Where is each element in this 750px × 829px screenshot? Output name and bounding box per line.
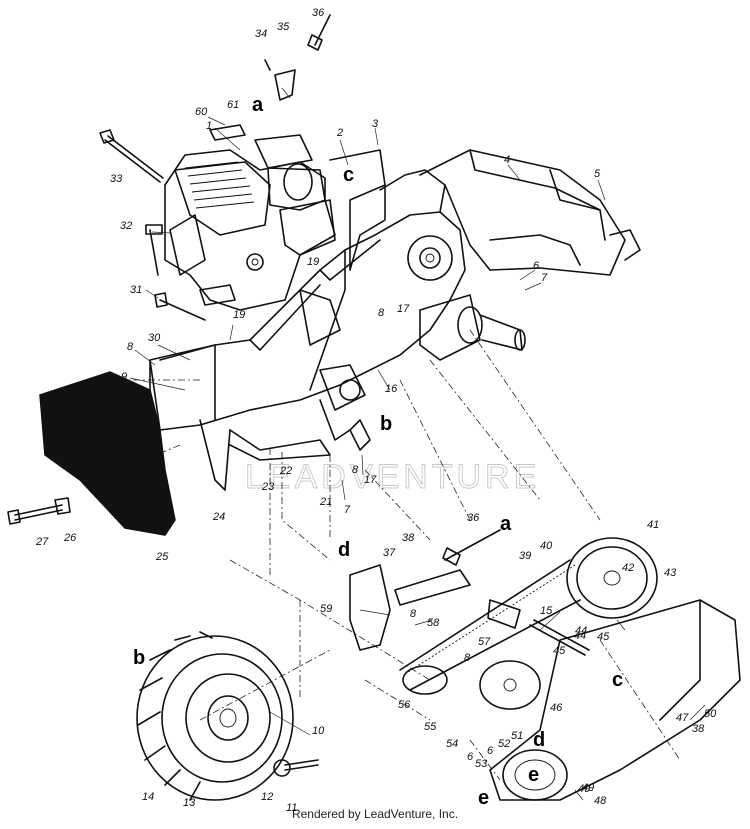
part-label: 21 (319, 496, 332, 508)
part-label: 44 (574, 630, 586, 642)
part-label: 41 (647, 519, 659, 531)
part-label: 55 (424, 721, 437, 733)
part-label: 23 (261, 481, 275, 493)
ref-letter: b (380, 413, 392, 435)
part-label: 17 (364, 474, 377, 486)
ref-letter: c (343, 164, 354, 186)
part-label: 6 (467, 751, 474, 763)
part-label: 56 (398, 699, 411, 711)
part-label: 8 (352, 464, 359, 476)
ref-letter: b (133, 647, 145, 669)
part-label: 37 (383, 547, 396, 559)
part-label: 8 (127, 341, 134, 353)
ref-letter: e (478, 787, 489, 809)
part-label: 17 (397, 303, 410, 315)
part-label: 26 (63, 532, 77, 544)
part-label: 46 (550, 702, 563, 714)
reference-letters: a b c d e a b c d e (133, 94, 623, 809)
part-label: 53 (475, 758, 488, 770)
part-label: 12 (261, 791, 273, 803)
part-label: 3 (372, 118, 379, 130)
part-label: 25 (155, 551, 169, 563)
frame-drawing (149, 149, 641, 491)
part-label: 27 (35, 536, 49, 548)
belt-drive-drawing (349, 529, 741, 801)
part-label: 35 (277, 21, 290, 33)
part-label: 32 (120, 220, 132, 232)
ref-letter: c (612, 669, 623, 691)
part-label: 48 (594, 795, 607, 807)
part-label: 4 (504, 154, 510, 166)
part-label: 8 (464, 652, 471, 664)
part-label: 8 (410, 608, 417, 620)
part-label: 36 (467, 512, 480, 524)
part-label: 42 (622, 562, 634, 574)
part-label: 50 (704, 708, 717, 720)
part-label: 33 (110, 173, 123, 185)
part-label: 40 (540, 540, 553, 552)
part-label: 51 (511, 730, 523, 742)
ref-letter: e (528, 764, 539, 786)
part-label: 9 (121, 371, 127, 383)
part-label: 14 (142, 791, 154, 803)
part-label: 45 (553, 645, 566, 657)
part-label: 34 (255, 28, 267, 40)
wheel-drawing (136, 631, 319, 801)
part-label: 19 (233, 309, 245, 321)
part-label: 44 (575, 625, 587, 637)
part-label: 13 (183, 797, 196, 809)
part-label: 7 (344, 504, 351, 516)
part-label: 2 (336, 127, 343, 139)
part-label: 5 (594, 168, 601, 180)
part-label: 39 (519, 550, 531, 562)
part-label: 11 (286, 802, 297, 814)
ref-letter: a (500, 513, 512, 535)
part-labels: 1 2 3 4 5 6 7 8 9 10 11 12 13 14 15 16 1… (35, 7, 717, 814)
ref-letter: d (338, 539, 350, 561)
part-label: 15 (540, 605, 553, 617)
part-label: 24 (212, 511, 225, 523)
part-label: 43 (664, 567, 677, 579)
part-label: 22 (279, 465, 292, 477)
part-label: 52 (498, 738, 510, 750)
part-label: 16 (385, 383, 398, 395)
part-label: 10 (312, 725, 325, 737)
part-label: 49 (582, 782, 594, 794)
leader-lines (129, 87, 706, 801)
engine-drawing (164, 124, 336, 311)
part-label: 59 (320, 603, 332, 615)
part-label: 54 (446, 738, 458, 750)
part-label: 38 (402, 532, 415, 544)
part-label: 60 (195, 106, 208, 118)
ref-letter: d (533, 729, 545, 751)
part-label: 38 (692, 723, 705, 735)
watermark: LEADVENTURE (245, 458, 540, 496)
bumper-drawing (7, 14, 331, 536)
part-label: 58 (427, 617, 440, 629)
part-label: 6 (533, 260, 540, 272)
part-label: 8 (378, 307, 385, 319)
part-label: 7 (541, 272, 548, 284)
part-label: 31 (130, 284, 142, 296)
part-label: 30 (148, 332, 161, 344)
part-label: 45 (597, 631, 610, 643)
part-label: 36 (312, 7, 325, 19)
part-label: 6 (487, 745, 494, 757)
part-label: 49 (578, 783, 590, 795)
part-label: 47 (676, 712, 689, 724)
part-label: 1 (206, 120, 212, 132)
part-label: 19 (307, 256, 319, 268)
part-label: 57 (478, 636, 491, 648)
part-label: 61 (227, 99, 239, 111)
ref-letter: a (252, 94, 264, 116)
footer-credit: Rendered by LeadVenture, Inc. (291, 807, 459, 821)
